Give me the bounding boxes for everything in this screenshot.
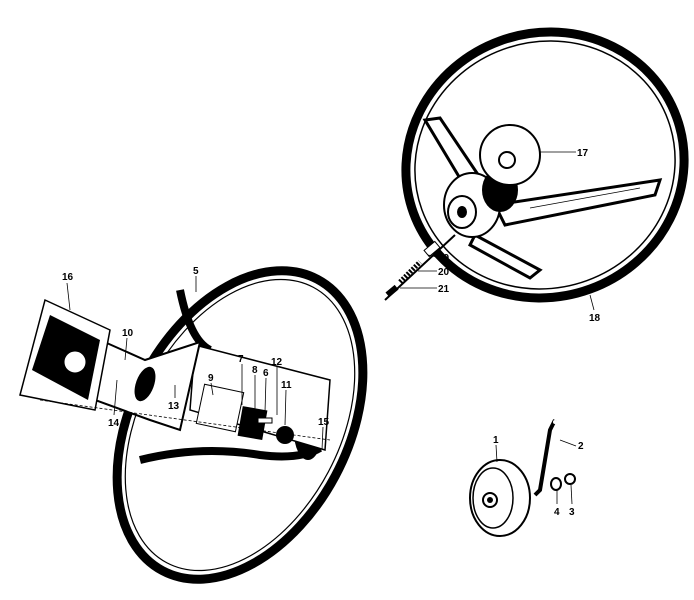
callout-9: 9 — [208, 373, 214, 384]
horn — [469, 459, 531, 537]
callout-11: 11 — [281, 380, 292, 391]
callout-5: 5 — [193, 266, 199, 277]
horn-bracket — [533, 419, 576, 497]
callout-3: 3 — [569, 507, 575, 518]
callout-6: 6 — [263, 368, 269, 379]
callout-10: 10 — [122, 328, 134, 339]
center-badge-cover — [19, 298, 111, 411]
callout-1: 1 — [493, 435, 499, 446]
horn-ring-cover — [479, 124, 541, 186]
callout-18: 18 — [589, 313, 601, 324]
callout-20: 20 — [438, 267, 450, 278]
hub-plate — [93, 338, 202, 432]
callout-17: 17 — [577, 148, 589, 159]
callout-7: 7 — [238, 354, 244, 365]
callout-12: 12 — [271, 357, 283, 368]
callout-4: 4 — [554, 507, 560, 518]
callout-14: 14 — [108, 418, 120, 429]
callout-13: 13 — [168, 401, 180, 412]
horn-cable-assembly — [384, 234, 456, 301]
callout-15: 15 — [318, 417, 330, 428]
horn-push-plate — [189, 344, 331, 451]
callout-2: 2 — [578, 441, 584, 452]
callout-8: 8 — [252, 365, 258, 376]
leader-lines — [66, 151, 595, 505]
callout-21: 21 — [438, 284, 450, 295]
callout-19: 19 — [438, 253, 450, 264]
callout-16: 16 — [62, 272, 74, 283]
